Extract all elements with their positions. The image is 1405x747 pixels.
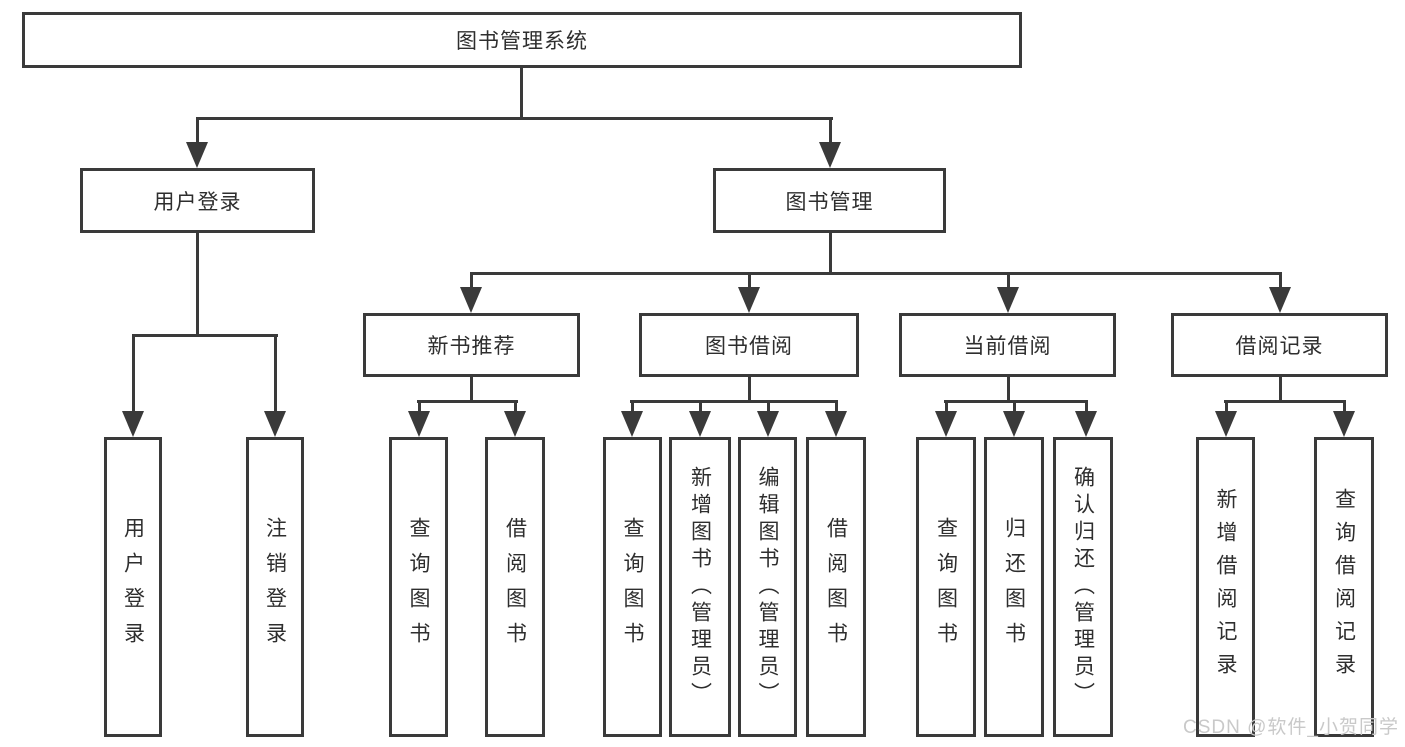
connector-line bbox=[470, 272, 473, 290]
node-book-mgmt: 图书管理 bbox=[713, 168, 946, 233]
node-add-borrow-record: 新增借阅记录 bbox=[1196, 437, 1255, 737]
node-query-books-recommend: 查询图书 bbox=[389, 437, 448, 737]
node-label: 图书管理系统 bbox=[456, 30, 588, 53]
connector-line bbox=[944, 400, 1088, 403]
node-label: 借阅图书 bbox=[503, 517, 527, 657]
node-label: 查询图书 bbox=[407, 517, 430, 657]
connector-line bbox=[1343, 400, 1346, 414]
watermark-text: CSDN @软件_小贺同学 bbox=[1183, 717, 1399, 738]
node-current-borrow: 当前借阅 bbox=[899, 313, 1116, 377]
connector-line bbox=[1279, 377, 1282, 403]
node-label: 图书管理 bbox=[785, 190, 874, 214]
node-borrow-books-leaf: 借阅图书 bbox=[806, 437, 866, 737]
node-label: 编辑图书（管理员） bbox=[756, 465, 779, 709]
connector-line bbox=[767, 400, 770, 414]
connector-line bbox=[196, 117, 199, 145]
node-label: 查询图书 bbox=[621, 517, 644, 657]
connector-line bbox=[417, 400, 518, 403]
connector-line bbox=[1007, 377, 1010, 403]
connector-line bbox=[196, 233, 199, 337]
node-add-book-admin: 新增图书（管理员） bbox=[669, 437, 731, 737]
connector-line bbox=[1279, 272, 1282, 290]
arrowhead-down-icon bbox=[504, 411, 526, 437]
arrowhead-down-icon bbox=[621, 411, 643, 437]
arrowhead-down-icon bbox=[122, 411, 144, 437]
node-label: 确认归还（管理员） bbox=[1071, 465, 1095, 709]
connector-line bbox=[520, 68, 523, 118]
node-user-login: 用户登录 bbox=[80, 168, 315, 233]
arrowhead-down-icon bbox=[689, 411, 711, 437]
arrowhead-down-icon bbox=[1269, 287, 1291, 313]
connector-line bbox=[274, 334, 277, 414]
node-query-books-current: 查询图书 bbox=[916, 437, 976, 737]
connector-line bbox=[829, 233, 832, 275]
node-user-login-leaf: 用户登录 bbox=[104, 437, 162, 737]
node-label: 用户登录 bbox=[153, 190, 242, 214]
arrowhead-down-icon bbox=[1075, 411, 1097, 437]
node-borrow-books-recommend: 借阅图书 bbox=[485, 437, 545, 737]
connector-line bbox=[748, 272, 751, 290]
arrowhead-down-icon bbox=[997, 287, 1019, 313]
node-label: 查询图书 bbox=[934, 517, 958, 657]
node-edit-book-admin: 编辑图书（管理员） bbox=[738, 437, 797, 737]
connector-line bbox=[1224, 400, 1346, 403]
arrowhead-down-icon bbox=[408, 411, 430, 437]
node-label: 新增图书（管理员） bbox=[688, 465, 712, 709]
arrowhead-down-icon bbox=[935, 411, 957, 437]
connector-line bbox=[196, 117, 833, 120]
connector-line bbox=[1007, 272, 1010, 290]
node-label: 查询借阅记录 bbox=[1332, 488, 1356, 686]
node-logout-leaf: 注销登录 bbox=[246, 437, 304, 737]
node-label: 借阅记录 bbox=[1235, 335, 1324, 358]
node-return-book: 归还图书 bbox=[984, 437, 1044, 737]
connector-line bbox=[132, 334, 278, 337]
node-label: 注销登录 bbox=[263, 517, 287, 657]
arrowhead-down-icon bbox=[819, 142, 841, 168]
node-label: 用户登录 bbox=[121, 517, 145, 657]
connector-line bbox=[829, 117, 832, 145]
connector-line bbox=[945, 400, 948, 414]
connector-line bbox=[132, 334, 135, 414]
connector-line bbox=[1225, 400, 1228, 414]
connector-line bbox=[1085, 400, 1088, 414]
node-label: 图书借阅 bbox=[705, 335, 793, 358]
arrowhead-down-icon bbox=[757, 411, 779, 437]
arrowhead-down-icon bbox=[1215, 411, 1237, 437]
node-borrow-records: 借阅记录 bbox=[1171, 313, 1388, 377]
node-query-borrow-record: 查询借阅记录 bbox=[1314, 437, 1374, 737]
arrowhead-down-icon bbox=[460, 287, 482, 313]
node-confirm-return-admin: 确认归还（管理员） bbox=[1053, 437, 1113, 737]
node-label: 归还图书 bbox=[1002, 517, 1026, 657]
node-label: 借阅图书 bbox=[824, 517, 848, 657]
arrowhead-down-icon bbox=[1333, 411, 1355, 437]
node-book-borrow: 图书借阅 bbox=[639, 313, 859, 377]
node-query-books-borrow: 查询图书 bbox=[603, 437, 662, 737]
node-label: 当前借阅 bbox=[963, 335, 1052, 358]
arrowhead-down-icon bbox=[186, 142, 208, 168]
connector-line bbox=[631, 400, 634, 414]
arrowhead-down-icon bbox=[825, 411, 847, 437]
node-library-mgmt-system: 图书管理系统 bbox=[22, 12, 1022, 68]
connector-line bbox=[835, 400, 838, 414]
connector-line bbox=[418, 400, 421, 414]
node-label: 新书推荐 bbox=[427, 335, 516, 358]
arrowhead-down-icon bbox=[264, 411, 286, 437]
arrowhead-down-icon bbox=[1003, 411, 1025, 437]
node-new-book-recommend: 新书推荐 bbox=[363, 313, 580, 377]
node-label: 新增借阅记录 bbox=[1214, 488, 1237, 686]
arrowhead-down-icon bbox=[738, 287, 760, 313]
connector-line bbox=[470, 272, 1282, 275]
connector-line bbox=[748, 377, 751, 403]
connector-line bbox=[514, 400, 517, 414]
connector-line bbox=[699, 400, 702, 414]
connector-line bbox=[630, 400, 838, 403]
connector-line bbox=[470, 377, 473, 403]
connector-line bbox=[1013, 400, 1016, 414]
